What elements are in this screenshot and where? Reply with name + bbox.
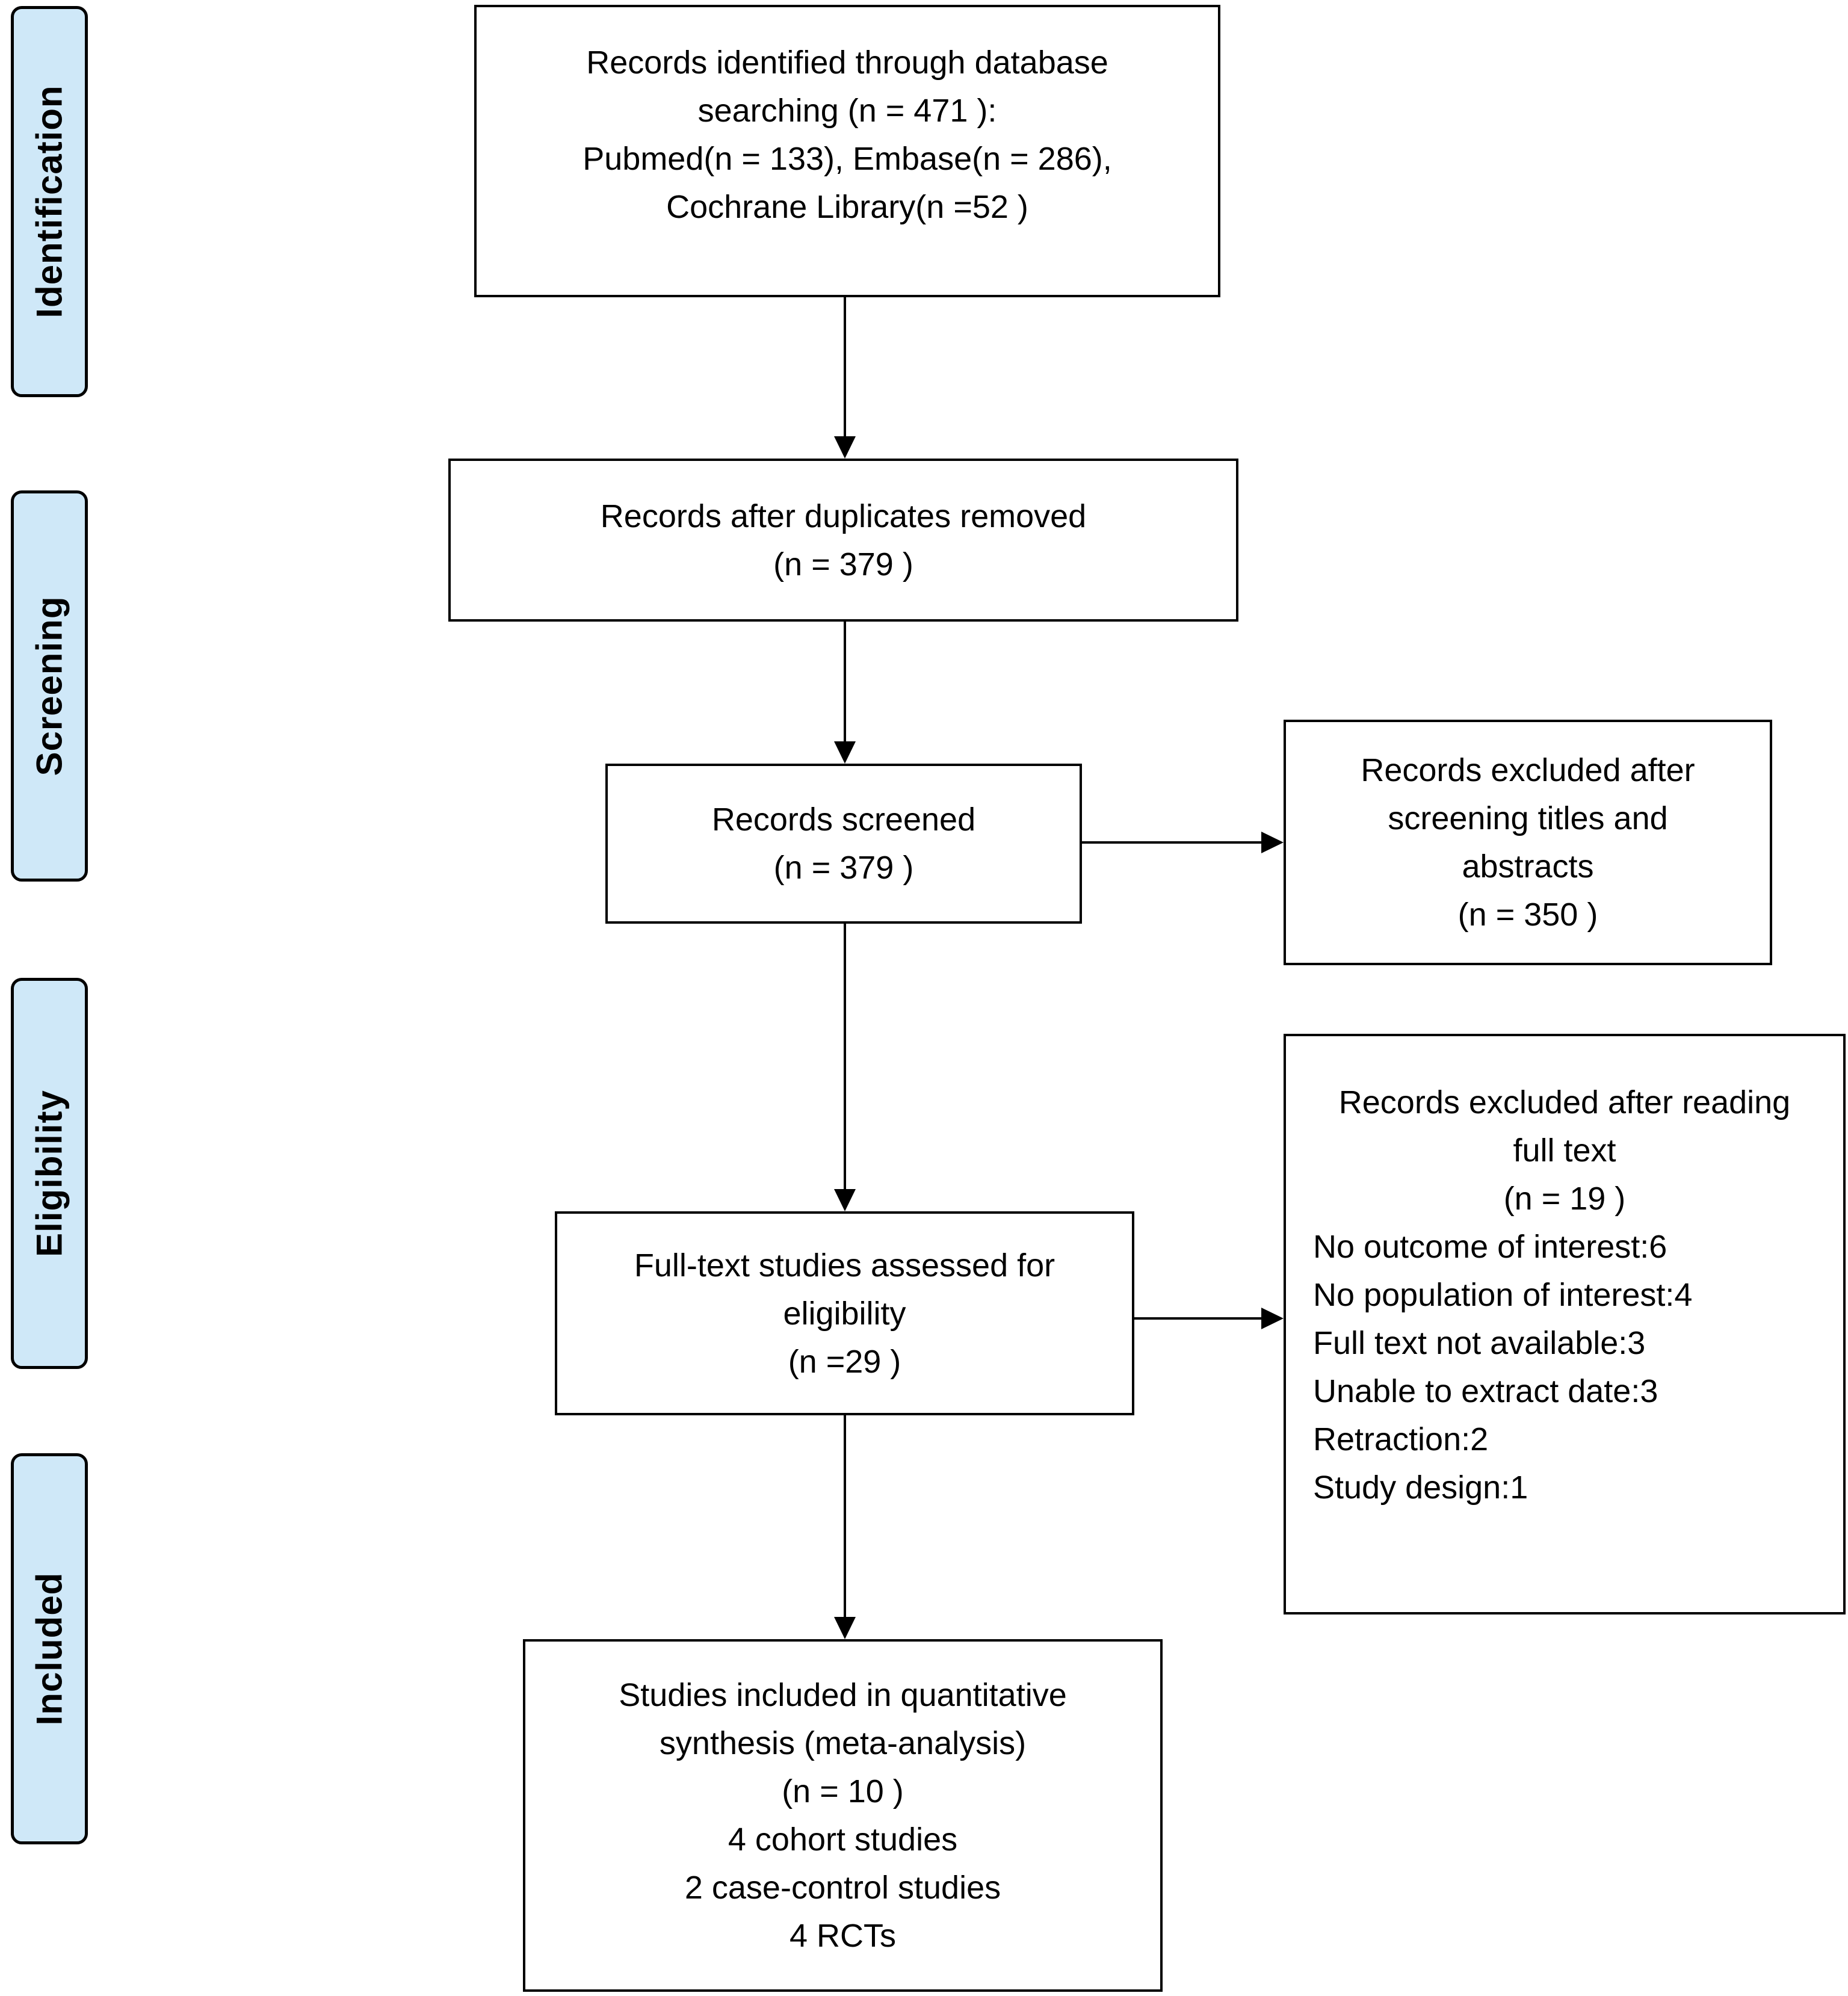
stage-eligibility: Eligibility [11, 978, 88, 1369]
included-studies-line-1: Studies included in quantitative [619, 1677, 1067, 1713]
box-included-studies: Studies included in quantitative synthes… [523, 1639, 1163, 1992]
stage-included: Included [11, 1453, 88, 1844]
box-records-identified: Records identified through database sear… [474, 5, 1220, 297]
full-text-assessed-line-3: (n =29 ) [788, 1343, 901, 1380]
duplicates-removed-line-1: Records after duplicates removed [600, 498, 1087, 534]
excluded-screening-line-1: Records excluded after [1361, 752, 1695, 788]
records-identified-line-2: searching (n = 471 ): [697, 93, 997, 129]
excluded-full-text-header-2: full text [1513, 1132, 1616, 1169]
arrowhead-screened-to-excluded [1261, 832, 1284, 853]
exclusion-reason: Unable to extract date:3 [1313, 1373, 1658, 1409]
excluded-full-text-header-1: Records excluded after reading [1338, 1084, 1791, 1120]
arrowhead-duplicates-to-screened [834, 741, 856, 764]
exclusion-reason: Full text not available:3 [1313, 1325, 1646, 1361]
records-identified-line-1: Records identified through database [586, 45, 1108, 81]
duplicates-removed-line-2: (n = 379 ) [773, 546, 913, 582]
arrowhead-fulltext-to-excluded [1261, 1308, 1284, 1329]
exclusion-reason: No population of interest:4 [1313, 1277, 1693, 1313]
included-studies-line-2: synthesis (meta-analysis) [659, 1725, 1027, 1761]
full-text-assessed-line-1: Full-text studies assessed for [634, 1247, 1055, 1284]
excluded-full-text-header-3: (n = 19 ) [1503, 1181, 1626, 1217]
full-text-assessed-line-2: eligibility [783, 1295, 906, 1332]
stage-identification: Identification [11, 6, 88, 397]
included-studies-line-6: 4 RCTs [789, 1918, 897, 1954]
excluded-screening-line-4: (n = 350 ) [1457, 897, 1598, 933]
records-screened-line-2: (n = 379 ) [773, 850, 914, 886]
box-excluded-full-text: Records excluded after reading full text… [1284, 1034, 1846, 1614]
excluded-screening-line-2: screening titles and [1388, 800, 1668, 836]
box-full-text-assessed: Full-text studies assessed for eligibili… [555, 1211, 1134, 1415]
included-studies-line-3: (n = 10 ) [782, 1773, 904, 1809]
exclusion-reason: Study design:1 [1313, 1469, 1528, 1506]
box-records-screened: Records screened (n = 379 ) [605, 764, 1082, 924]
included-studies-line-4: 4 cohort studies [728, 1821, 958, 1858]
exclusion-reason: No outcome of interest:6 [1313, 1229, 1667, 1265]
included-studies-line-5: 2 case-control studies [684, 1870, 1001, 1906]
exclusion-reason: Retraction:2 [1313, 1421, 1489, 1457]
box-excluded-screening: Records excluded after screening titles … [1284, 720, 1772, 965]
excluded-screening-line-3: abstracts [1462, 848, 1594, 885]
records-identified-line-3: Pubmed(n = 133), Embase(n = 286), [583, 141, 1112, 177]
stage-screening: Screening [11, 490, 88, 882]
arrowhead-identified-to-duplicates [834, 436, 856, 459]
arrowhead-screened-to-fulltext [834, 1189, 856, 1211]
box-duplicates-removed: Records after duplicates removed (n = 37… [448, 459, 1238, 622]
records-identified-line-4: Cochrane Library(n =52 ) [666, 189, 1028, 225]
records-screened-line-1: Records screened [711, 802, 976, 838]
arrowhead-fulltext-to-included [834, 1617, 856, 1639]
